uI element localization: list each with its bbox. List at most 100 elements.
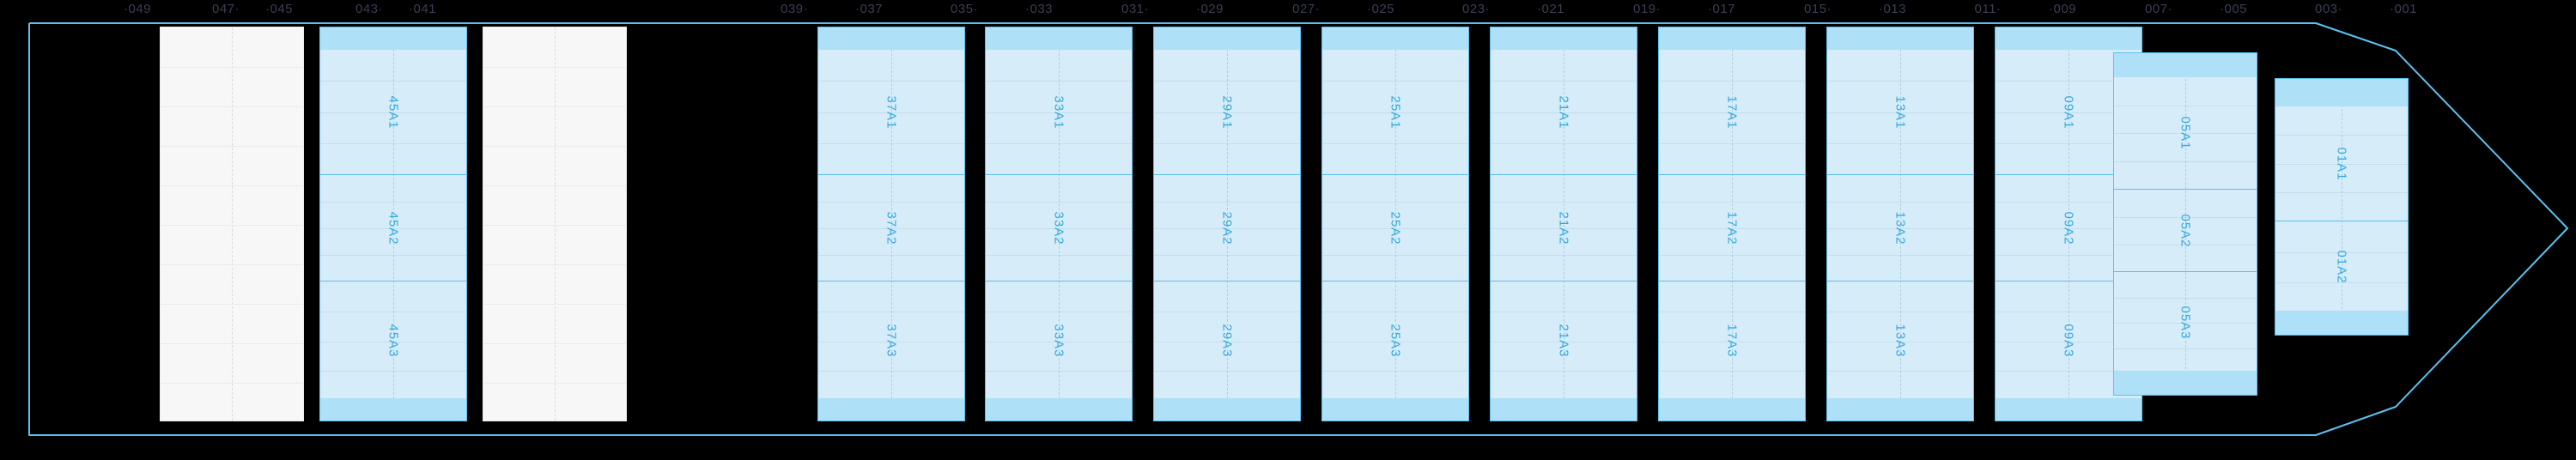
bay-section-45A1[interactable]: 45A1: [320, 50, 466, 174]
bay-section-21A3[interactable]: 21A3: [1491, 281, 1637, 400]
bay-section-label: 25A3: [1388, 324, 1403, 358]
tier-line: [1154, 142, 1300, 144]
bay-section-29A3[interactable]: 29A3: [1154, 281, 1300, 400]
bay-section-01A1[interactable]: 01A1: [2275, 106, 2408, 221]
bay-cap-bottom: [2275, 311, 2408, 335]
tier-line: [320, 112, 466, 113]
bay-section-label: 21A1: [1556, 94, 1571, 130]
bay-section-25A2[interactable]: 25A2: [1322, 174, 1468, 281]
bay-cap-top: [986, 27, 1132, 50]
bay-section-17A2[interactable]: 17A2: [1659, 174, 1805, 281]
bay-section-label: 05A1: [2178, 116, 2193, 150]
bay-section-09A1[interactable]: 09A1: [1996, 50, 2142, 174]
bay-cap-top: [1996, 27, 2142, 50]
bay-cap-top: [818, 27, 964, 50]
bay-centerline: [2185, 53, 2186, 395]
tier-line: [1322, 371, 1468, 372]
bay-section-21A1[interactable]: 21A1: [1491, 50, 1637, 174]
bay-section-label: 25A2: [1388, 210, 1403, 245]
bay-section-37A2[interactable]: 37A2: [818, 174, 964, 281]
bay-section-33A3[interactable]: 33A3: [986, 281, 1132, 400]
bay-section-label: 37A1: [884, 94, 899, 130]
bay-section-09A3[interactable]: 09A3: [1996, 281, 2142, 400]
bay-cap-bottom: [320, 398, 466, 421]
bay-section-label: 45A1: [386, 94, 401, 130]
tier-line: [1996, 371, 2142, 372]
tier-line: [986, 112, 1132, 113]
bay-section-37A1[interactable]: 37A1: [818, 50, 964, 174]
bay-tick-025: ·025: [1366, 2, 1395, 16]
bay-section-05A3[interactable]: 05A3: [2114, 271, 2257, 372]
bay-tick-039: 039·: [780, 2, 809, 16]
tier-line: [1659, 81, 1805, 82]
tier-line: [161, 106, 303, 107]
bay-section-05A2[interactable]: 05A2: [2114, 189, 2257, 271]
tier-line: [2275, 163, 2408, 165]
tier-line: [320, 81, 466, 82]
tier-line: [2275, 282, 2408, 284]
tier-line: [1996, 81, 2142, 82]
bay-013[interactable]: 13A1 13A2 13A3: [1826, 27, 1974, 421]
bay-section-label: 13A2: [1893, 210, 1908, 245]
bay-section-45A2[interactable]: 45A2: [320, 174, 466, 281]
tier-line: [1659, 202, 1805, 203]
bay-cap-bottom: [1827, 398, 1973, 421]
bay-047-empty[interactable]: [160, 27, 304, 421]
bay-section-17A3[interactable]: 17A3: [1659, 281, 1805, 400]
bay-section-13A2[interactable]: 13A2: [1827, 174, 1973, 281]
tier-line: [2114, 217, 2257, 218]
bay-section-label: 33A3: [1051, 324, 1066, 358]
tier-line: [320, 228, 466, 229]
bay-centerline: [393, 27, 394, 421]
bay-section-label: 05A3: [2178, 305, 2193, 340]
tier-line: [2275, 251, 2408, 253]
bay-section-01A2[interactable]: 01A2: [2275, 221, 2408, 312]
bay-section-21A2[interactable]: 21A2: [1491, 174, 1637, 281]
bay-section-25A1[interactable]: 25A1: [1322, 50, 1468, 174]
tier-line: [818, 81, 964, 82]
bay-section-25A3[interactable]: 25A3: [1322, 281, 1468, 400]
tier-line: [1322, 202, 1468, 203]
bay-section-29A2[interactable]: 29A2: [1154, 174, 1300, 281]
tier-line: [1322, 142, 1468, 144]
bay-centerline: [1732, 27, 1733, 421]
bay-section-33A2[interactable]: 33A2: [986, 174, 1132, 281]
tier-line: [1659, 371, 1805, 372]
bay-section-13A1[interactable]: 13A1: [1827, 50, 1973, 174]
bay-tick-047: 047·: [211, 2, 240, 16]
tier-line: [1154, 81, 1300, 82]
bay-section-13A3[interactable]: 13A3: [1827, 281, 1973, 400]
bay-tick-007: 007·: [2144, 2, 2173, 16]
tier-line: [320, 371, 466, 372]
tier-line: [320, 255, 466, 256]
bay-005[interactable]: 05A1 05A2 05A3: [2113, 52, 2257, 396]
bay-tick-045: ·045: [264, 2, 294, 16]
bay-025[interactable]: 25A1 25A2 25A3: [1321, 27, 1469, 421]
bay-section-29A1[interactable]: 29A1: [1154, 50, 1300, 174]
bay-section-label: 01A2: [2334, 250, 2349, 284]
bay-cap-bottom: [986, 398, 1132, 421]
bay-section-37A3[interactable]: 37A3: [818, 281, 964, 400]
bay-section-09A2[interactable]: 09A2: [1996, 174, 2142, 281]
bay-section-label: 01A1: [2334, 146, 2349, 181]
tier-line: [2114, 133, 2257, 134]
bay-tick-043: 043·: [355, 2, 384, 16]
bay-043-empty[interactable]: [483, 27, 627, 421]
tier-line: [1659, 255, 1805, 256]
bay-cap-bottom: [2114, 371, 2257, 395]
bay-section-33A1[interactable]: 33A1: [986, 50, 1132, 174]
tier-line: [818, 142, 964, 144]
bay-section-label: 09A2: [2061, 210, 2076, 245]
bay-section-45A3[interactable]: 45A3: [320, 281, 466, 400]
bay-001[interactable]: 01A1 01A2: [2275, 78, 2409, 336]
tier-line: [161, 343, 303, 344]
bay-section-17A1[interactable]: 17A1: [1659, 50, 1805, 174]
bay-section-05A1[interactable]: 05A1: [2114, 77, 2257, 189]
